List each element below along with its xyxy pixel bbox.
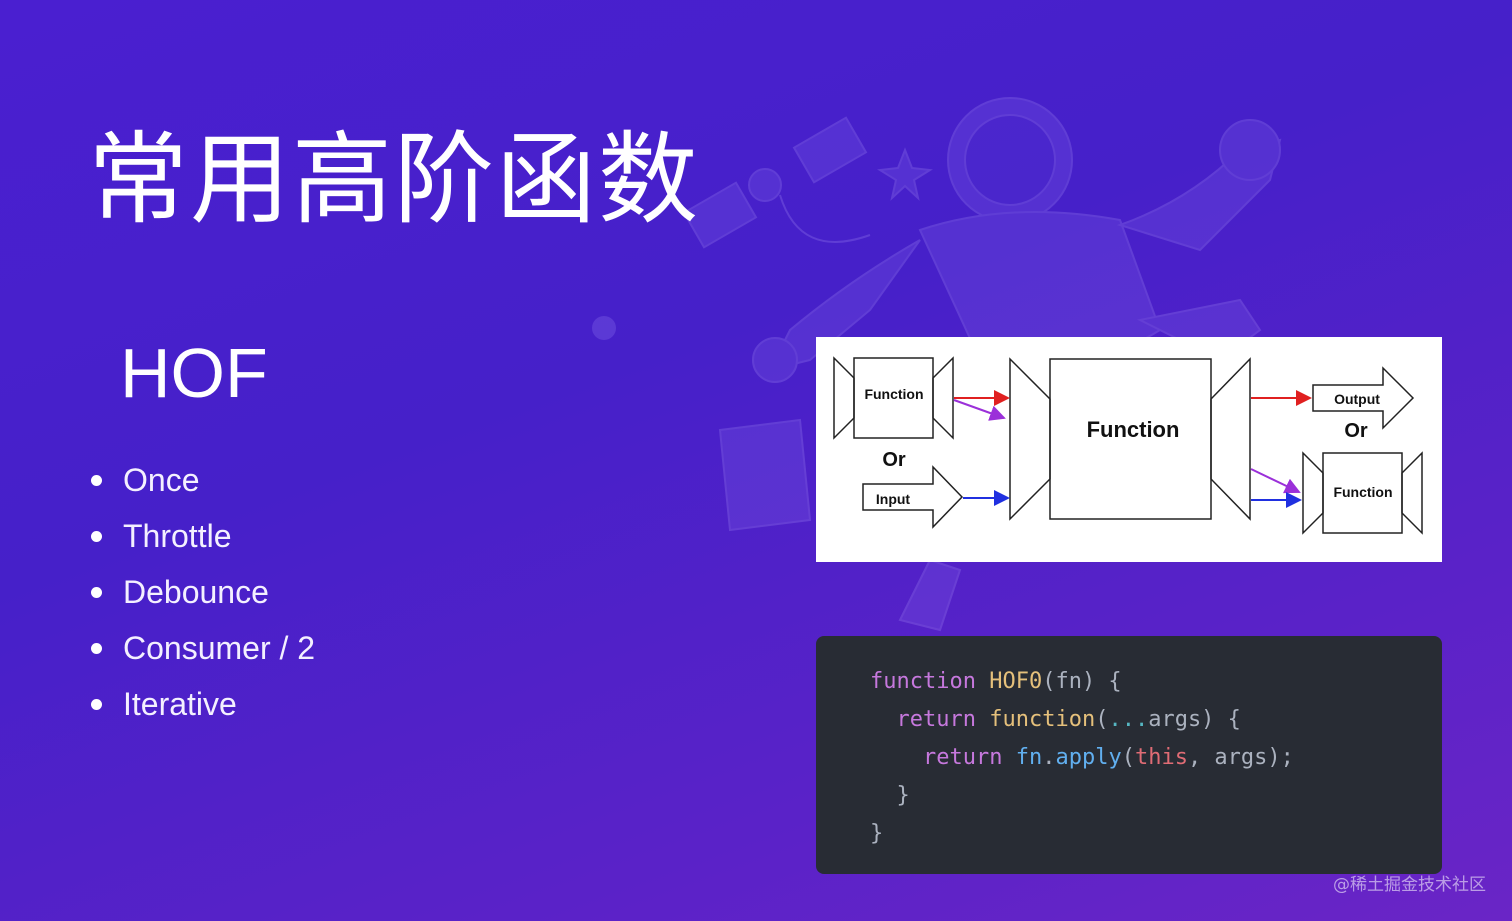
- bullet-icon: [91, 586, 102, 598]
- page-title: 常用高阶函数: [88, 121, 700, 238]
- bullet-icon: [91, 698, 102, 710]
- or-left-label: Or: [882, 449, 906, 471]
- purple-arrow-out: [1250, 468, 1301, 494]
- list-item-label: Throttle: [123, 517, 232, 554]
- code-line: return fn.apply(this, args);: [922, 745, 1294, 770]
- list-item: Once: [88, 452, 315, 508]
- hof-list: Once Throttle Debounce Consumer / 2 Iter…: [88, 452, 315, 732]
- hof-diagram: Function Or Input Function Output Or Fun…: [816, 337, 1442, 562]
- code-content: function HOF0(fn) { return function(...a…: [870, 663, 1442, 853]
- code-block: function HOF0(fn) { return function(...a…: [816, 636, 1442, 874]
- list-item: Consumer / 2: [88, 620, 315, 676]
- output-function-block: [1302, 451, 1423, 535]
- bullet-icon: [91, 642, 102, 654]
- main-function-label: Function: [1087, 417, 1180, 442]
- code-line: function HOF0(fn) {: [870, 669, 1122, 694]
- list-item: Throttle: [88, 508, 315, 564]
- code-line: return function(...args) {: [896, 707, 1241, 732]
- main-function-block: [1009, 357, 1251, 521]
- input-arrow-shape: [862, 465, 964, 529]
- hof-diagram-svg: Function Or Input Function Output Or Fun…: [833, 356, 1423, 535]
- bullet-icon: [91, 530, 102, 542]
- section-subtitle: HOF: [120, 334, 268, 412]
- code-line: }: [870, 821, 884, 846]
- code-line: }: [896, 783, 910, 808]
- list-item-label: Debounce: [123, 573, 269, 610]
- purple-arrow-in: [953, 399, 1006, 421]
- list-item: Iterative: [88, 676, 315, 732]
- list-item-label: Once: [123, 461, 200, 498]
- list-item: Debounce: [88, 564, 315, 620]
- input-function-label: Function: [864, 386, 923, 402]
- output-label: Output: [1334, 391, 1380, 407]
- watermark: @稀土掘金技术社区: [1333, 875, 1486, 895]
- output-function-label: Function: [1333, 484, 1392, 500]
- list-item-label: Iterative: [123, 685, 237, 722]
- bullet-icon: [91, 474, 102, 486]
- input-label: Input: [876, 491, 911, 507]
- or-right-label: Or: [1344, 420, 1368, 442]
- output-arrow-shape: [1312, 366, 1415, 430]
- input-function-block: [833, 356, 954, 440]
- list-item-label: Consumer / 2: [123, 629, 316, 666]
